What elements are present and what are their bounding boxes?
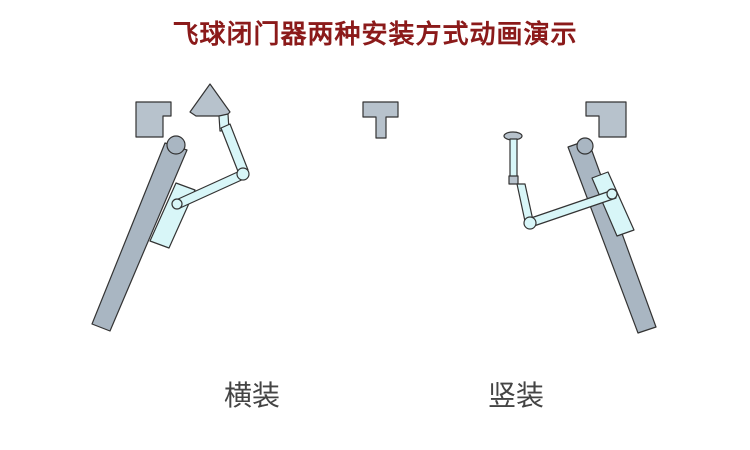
page-title: 飞球闭门器两种安装方式动画演示 bbox=[172, 20, 578, 50]
mounting-bracket-left bbox=[189, 83, 231, 117]
door-frame-center bbox=[362, 101, 399, 139]
door-frame-right bbox=[585, 101, 627, 138]
joint-right bbox=[523, 216, 537, 230]
door-frame-left bbox=[135, 101, 172, 138]
vertical-installation bbox=[503, 101, 657, 334]
caption-vertical: 竖装 bbox=[487, 379, 544, 412]
arm-tip-right bbox=[508, 175, 519, 185]
hinge-right bbox=[576, 137, 594, 155]
arm-upper-left bbox=[220, 123, 249, 175]
hinge-left bbox=[166, 135, 186, 155]
arm-rod-right bbox=[509, 138, 518, 180]
door-leaf-right bbox=[567, 139, 657, 334]
caption-horizontal: 横装 bbox=[223, 379, 280, 412]
arm-pivot-right bbox=[606, 188, 618, 200]
horizontal-installation bbox=[91, 83, 250, 332]
arm-pivot-left bbox=[171, 198, 183, 210]
joint-left bbox=[236, 167, 250, 181]
closer-body-right bbox=[591, 171, 635, 237]
